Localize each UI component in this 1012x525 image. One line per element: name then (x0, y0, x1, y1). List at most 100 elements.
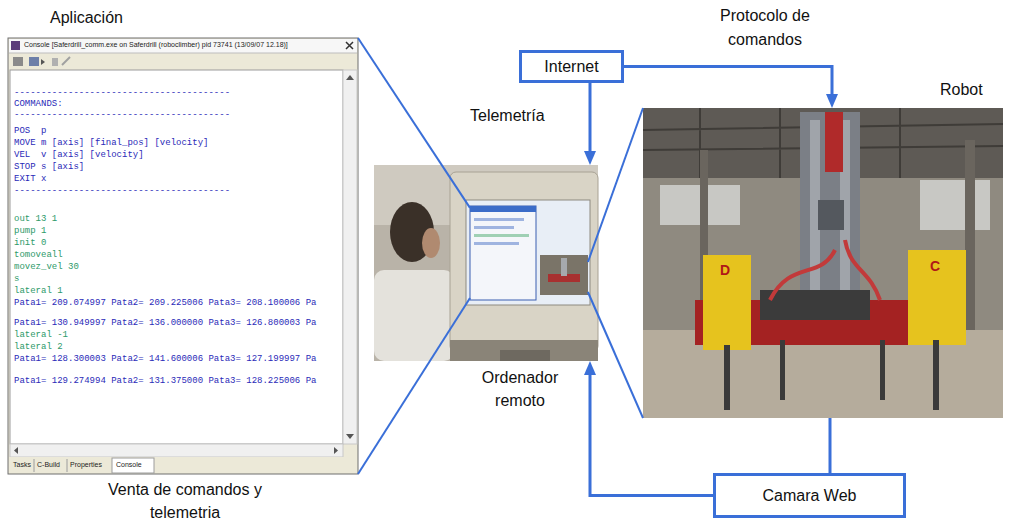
console-chrome (9, 53, 357, 54)
console-chrome (10, 70, 343, 444)
console-line: POS p (14, 126, 46, 137)
console-line: ---------------------------------------- (14, 186, 230, 197)
console-line: COMMANDS: (14, 99, 63, 110)
console-chrome (112, 458, 154, 473)
computer-photo: Ordenador remoto (374, 165, 598, 361)
robot-photo-art (908, 250, 966, 345)
leg-letter: D (720, 262, 730, 278)
camera-box: Camara Web (713, 473, 906, 518)
console-line: init 0 (14, 238, 46, 249)
console-chrome (41, 59, 45, 65)
console-line: VEL v [axis] [velocity] (14, 150, 144, 161)
console-line: pump 1 (14, 226, 46, 237)
computer-photo-art (466, 200, 590, 305)
console-line: Pata1= 129.274994 Pata2= 131.375000 Pata… (14, 376, 316, 387)
console-line: ---------------------------------------- (14, 88, 230, 99)
connector-label: Telemetría (470, 104, 570, 128)
console-chrome (8, 38, 358, 474)
console-line: s (14, 274, 19, 285)
console-chrome (9, 39, 357, 53)
console-line: Pata1= 209.074997 Pata2= 209.225006 Pata… (14, 298, 316, 309)
computer-photo-art (540, 255, 588, 295)
console-chrome (346, 42, 353, 49)
robot-photo-art (760, 290, 870, 320)
robot-photo-art (880, 340, 885, 400)
computer-photo-art (374, 165, 598, 361)
network-box: Internet (519, 50, 624, 83)
computer-photo-art (374, 165, 598, 361)
computer-photo-art (474, 234, 529, 237)
console-chrome (52, 58, 58, 66)
connector-line (358, 298, 470, 474)
tab-label: C-Build (37, 460, 60, 470)
node-caption: Ordenador remoto (465, 366, 575, 412)
console-chrome (10, 444, 343, 457)
computer-photo-art (374, 270, 454, 361)
robot-photo: Robot (643, 108, 1003, 418)
console-line: tomoveall (14, 250, 63, 261)
console-window: AplicaciónConsole [Saferdrill_comm.exe o… (8, 38, 358, 474)
console-chrome (34, 459, 35, 472)
computer-photo-art (561, 258, 567, 276)
robot-photo-art (933, 340, 939, 410)
console-line: ---------------------------------------- (14, 110, 230, 121)
tab-label: Tasks (13, 460, 31, 470)
box-label: Camara Web (763, 486, 857, 506)
window-title: Console [Saferdrill_comm.exe on Saferdri… (24, 40, 288, 50)
computer-photo-art (470, 206, 536, 300)
connector-arrow (624, 67, 832, 101)
computer-photo-art (500, 350, 550, 361)
robot-photo-art (703, 255, 751, 350)
computer-photo-art (474, 218, 524, 221)
console-chrome (13, 57, 23, 66)
console-line: lateral 1 (14, 286, 63, 297)
connector-arrow (589, 83, 592, 157)
robot-photo-art (780, 340, 785, 400)
computer-photo-art (474, 226, 514, 229)
console-chrome (8, 38, 358, 474)
tab-label: Properties (70, 460, 102, 470)
connector-line (829, 418, 832, 473)
console-line: out 13 1 (14, 214, 57, 225)
box-label: Internet (544, 57, 598, 77)
console-chrome (11, 41, 20, 50)
console-chrome (9, 457, 357, 473)
console-line: Pata1= 130.949997 Pata2= 136.000000 Pata… (14, 318, 316, 329)
leg-letter: C (930, 258, 940, 274)
window-caption: Venta de comandos y telemetria (85, 478, 285, 524)
console-chrome (62, 57, 70, 65)
connector-label: Protocolo de comandos (700, 4, 830, 52)
console-chrome (346, 434, 354, 439)
tab-label: Console (116, 460, 142, 470)
connector-line (358, 38, 470, 208)
computer-photo-art (422, 228, 440, 258)
console-line: Pata1= 128.300003 Pata2= 141.600006 Pata… (14, 354, 316, 365)
connector-line (588, 292, 643, 418)
console-chrome (346, 75, 354, 80)
console-line: lateral 2 (14, 342, 63, 353)
console-chrome (14, 447, 18, 454)
robot-photo-art (643, 108, 1003, 418)
console-chrome (334, 447, 338, 454)
robot-photo-art (643, 108, 1003, 418)
console-line: STOP s [axis] (14, 162, 84, 173)
console-line: lateral -1 (14, 330, 68, 341)
console-chrome (67, 459, 68, 472)
connector-arrow (590, 369, 713, 496)
computer-photo-art (450, 172, 598, 352)
robot-photo-art (825, 112, 843, 172)
computer-photo-art (450, 340, 598, 361)
robot-photo-art (965, 140, 975, 330)
console-chrome (29, 57, 39, 66)
console-line: MOVE m [axis] [final_pos] [velocity] (14, 138, 208, 149)
console-line: EXIT x (14, 174, 46, 185)
computer-photo-art (470, 206, 536, 212)
console-line: movez_vel 30 (14, 262, 79, 273)
robot-photo-art (724, 345, 730, 410)
robot-photo-art (818, 200, 844, 230)
console-chrome (343, 70, 357, 444)
window-heading: Aplicación (50, 6, 123, 29)
